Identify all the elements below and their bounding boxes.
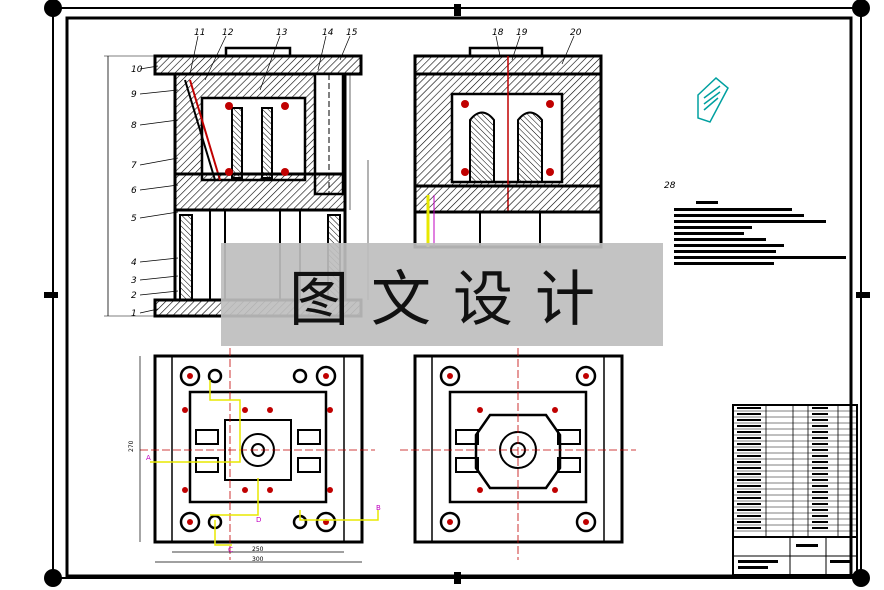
bom-row-text [737,461,761,463]
part-label-8: 8 [131,121,137,131]
bom-row-text [737,443,761,445]
bom-row-text [737,437,761,439]
bom-row-text [737,467,761,469]
bom-row-text [812,461,828,463]
bom-row-text [812,527,828,529]
left-view-part-labels: 10 9 8 7 6 5 4 3 2 1 11 12 13 14 15 [131,28,358,319]
bom-row-text [812,473,828,475]
bom-row-text [737,425,761,427]
part-label-18: 18 [492,28,504,38]
hole-marker-labels: A B C D [146,454,381,554]
bom-row-text [812,521,828,523]
bom-row-text [812,443,828,445]
bom-row-text [812,419,828,421]
part-label-1: 1 [131,309,137,319]
dim-plan-width-inner: 250 [252,546,264,553]
part-label-9: 9 [131,90,137,100]
part-label-10: 10 [131,65,143,75]
part-label-12: 12 [222,28,234,38]
bom-row-text [812,491,828,493]
bom-row-text [737,515,761,517]
bom-row-text [812,479,828,481]
bom-row-text [737,509,761,511]
right-view-part-labels: 18 19 20 [492,28,582,38]
technical-notes: 28 [664,181,846,265]
bom-row-text [812,485,828,487]
isometric-part-preview [697,76,729,123]
part-label-7: 7 [131,161,137,171]
part-label-6: 6 [131,186,137,196]
bom-table-rows [733,407,857,532]
bom-row-text [812,437,828,439]
bom-row-text [812,449,828,451]
bom-row-text [737,485,761,487]
right-view-leaders [495,35,575,65]
bom-row-text [737,497,761,499]
bom-row-text [812,425,828,427]
bom-row-text [812,431,828,433]
dim-plan-height: 270 [128,440,135,452]
bom-row-text [812,407,828,409]
part-label-19: 19 [516,28,528,38]
bom-row-text [812,509,828,511]
bom-row-text [812,497,828,499]
part-label-15: 15 [346,28,358,38]
hole-marker-a: A [146,454,151,462]
bom-row-text [737,521,761,523]
plan-dimensions: 250 300 270 [128,440,264,563]
part-label-4: 4 [131,258,137,268]
bom-row-text [812,467,828,469]
right-plan-view [400,348,636,560]
corner-marks [44,0,870,587]
left-plan-view [139,348,379,563]
part-label-5: 5 [131,214,137,224]
bom-row-text [737,413,761,415]
left-view-leaders [139,35,351,314]
part-label-14: 14 [322,28,334,38]
bom-row-text [737,527,761,529]
bom-row-text [737,455,761,457]
bom-row-text [737,431,761,433]
right-section-view [413,46,603,249]
bom-row-text [812,503,828,505]
part-label-28: 28 [664,181,676,191]
watermark-text: 图文设计 [289,265,617,335]
bom-row-text [737,407,761,409]
hole-marker-d: D [256,516,261,524]
part-label-3: 3 [131,276,137,286]
part-label-2: 2 [131,291,137,301]
bom-row-text [737,419,761,421]
part-label-20: 20 [570,28,582,38]
dim-plan-width-outer: 300 [252,556,264,563]
hole-marker-c: C [228,546,233,554]
watermark-banner: 图文设计 [221,243,663,346]
bom-row-text [737,479,761,481]
bom-row-text [812,455,828,457]
bom-row-text [812,515,828,517]
bom-row-text [812,413,828,415]
bom-row-text [737,449,761,451]
part-label-13: 13 [276,28,288,38]
title-block-fill [738,544,852,569]
title-block [732,404,858,576]
bom-row-text [737,473,761,475]
part-label-11: 11 [194,28,205,38]
bom-row-text [737,503,761,505]
bom-row-text [737,491,761,493]
hole-marker-b: B [376,504,381,512]
